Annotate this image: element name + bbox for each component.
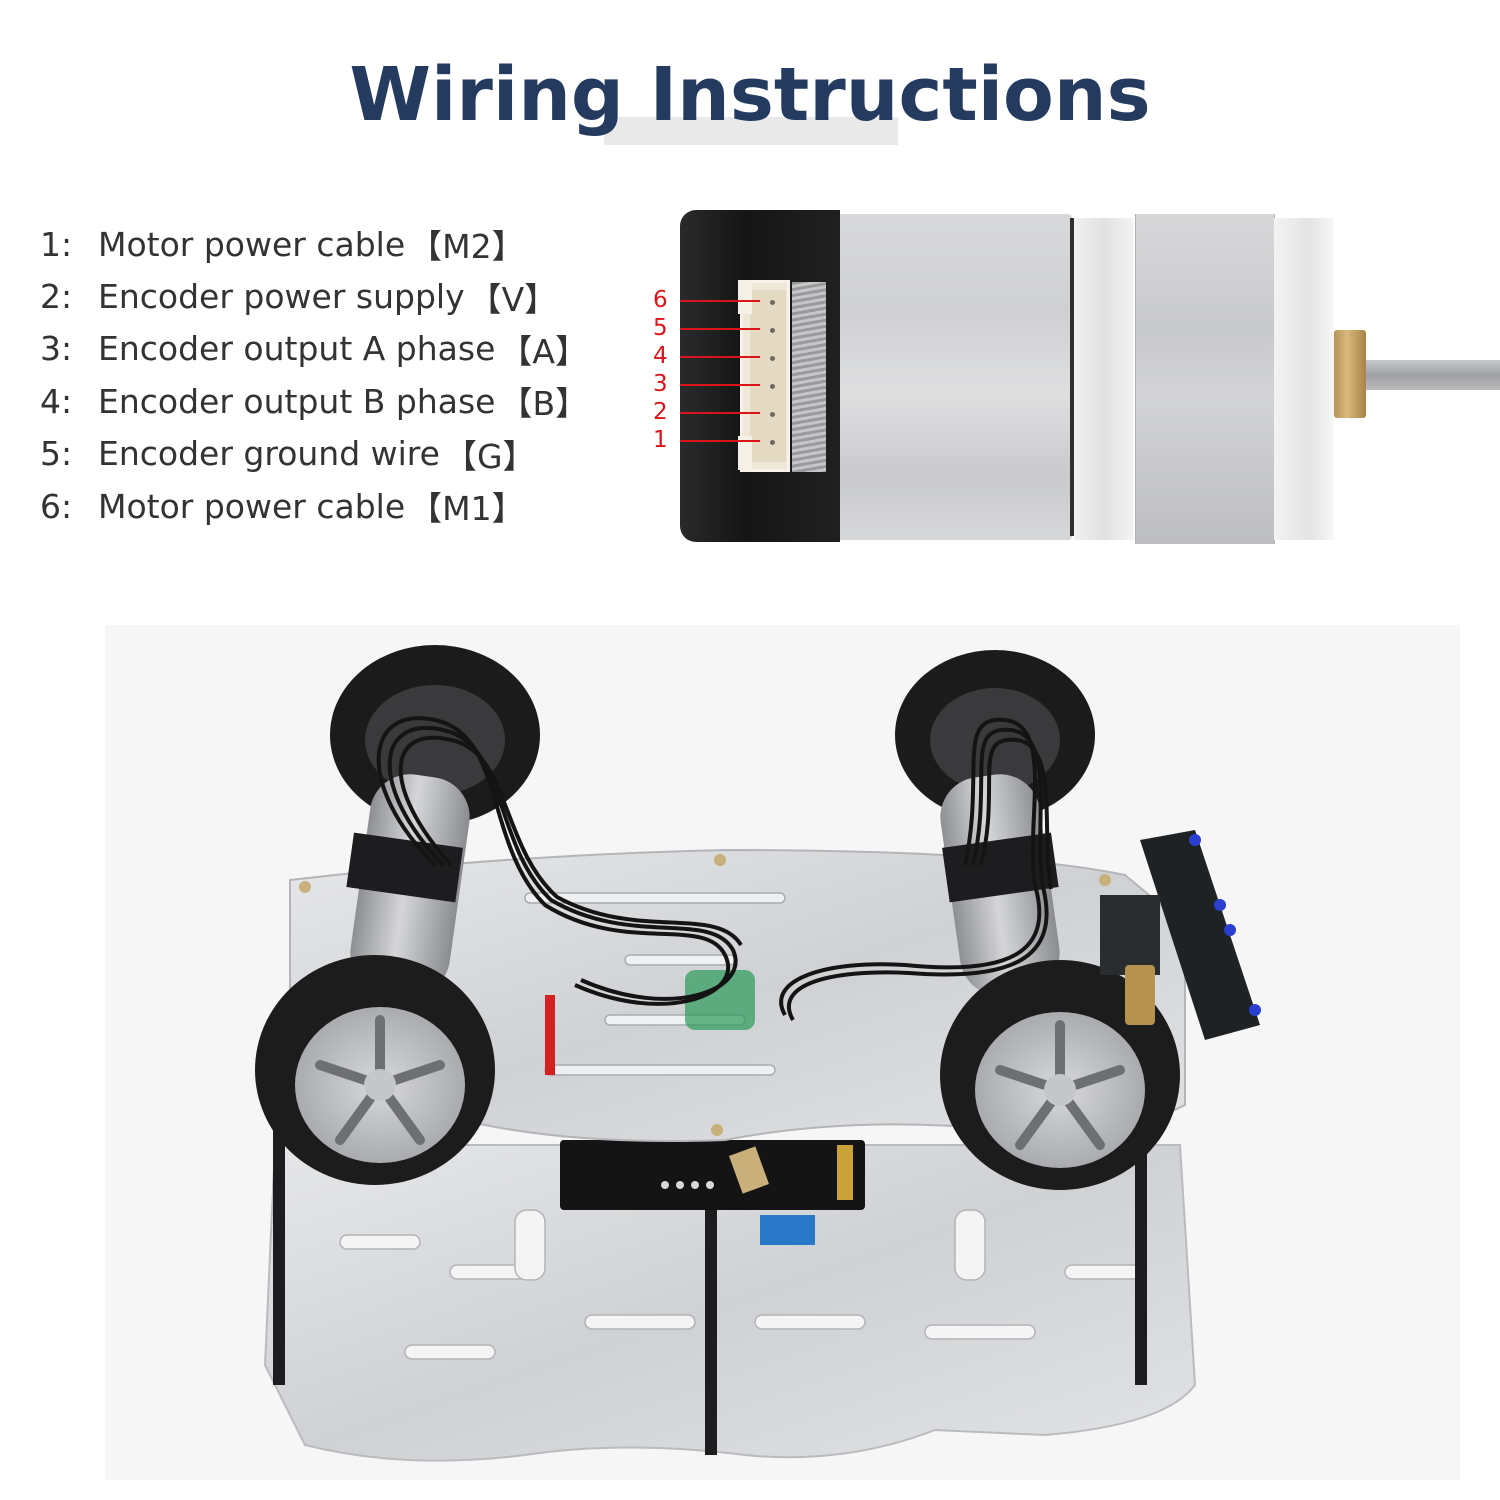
connector-pin [770,300,775,305]
pin-description: Encoder ground wire [98,434,440,474]
pin-legend-item: 2: Encoder power supply 【V】 [40,270,588,322]
title-block: Wiring Instructions [0,45,1500,155]
pin-number: 5: [40,434,73,474]
front-left-wheel [255,955,495,1185]
output-shaft [1366,360,1500,390]
pin-number: 4: [40,381,73,421]
pin-legend-item: 4: Encoder output B phase 【B】 [40,375,588,427]
front-right-wheel [940,960,1180,1190]
pin-label-number: 6 [653,287,668,313]
pin-label-number: 4 [653,343,668,369]
pin-legend-list: 1: Motor power cable 【M2】 2: Encoder pow… [40,218,588,532]
pin-label-number: 1 [653,427,668,453]
left-motor [346,774,470,996]
pin-number: 2: [40,277,73,317]
gearbox-ring [1074,218,1134,540]
leader-line [680,440,760,442]
robot-car-photo [105,625,1460,1480]
pin-code: 【M1】 [409,489,525,529]
connector-pin [770,440,775,445]
motor-seam [1070,218,1074,536]
pin-code: 【V】 [468,279,558,319]
leader-line [680,328,760,330]
connector-pin-label: 4 [650,343,760,384]
motor-body [830,214,1072,540]
pin-description: Motor power cable [98,486,406,526]
pin-description: Encoder output A phase [98,329,496,369]
connector-pin [770,384,775,389]
pin-label-number: 2 [653,399,668,425]
connector-pin-label: 5 [650,315,760,356]
brass-bushing [1334,330,1366,418]
pin-legend-item: 3: Encoder output A phase 【A】 [40,323,588,375]
pin-legend-item: 5: Encoder ground wire 【G】 [40,428,588,480]
connector-pin-label: 1 [650,427,760,468]
connector-pin-labels: 6 5 4 3 2 1 [650,285,760,460]
connector-latch [738,436,752,470]
connector-pin [770,328,775,333]
line-tracking-sensor [1100,830,1261,1040]
pin-number: 1: [40,224,73,264]
encoder-wires [376,716,1053,1021]
pin-label-number: 3 [653,371,668,397]
leader-line [680,412,760,414]
leader-line [680,300,760,302]
leader-line [680,384,760,386]
encoder-motor-image [680,210,1500,550]
pin-code: 【G】 [443,436,536,476]
bottom-chassis-plate [263,1144,1197,1462]
pin-code: 【B】 [499,384,589,424]
pin-number: 3: [40,329,73,369]
gearbox-ring [1274,218,1334,540]
connector-pin-label: 6 [650,287,760,328]
connector-housing [750,290,786,462]
pin-legend-item: 6: Motor power cable 【M1】 [40,480,588,532]
page-title: Wiring Instructions [349,52,1151,138]
pin-legend-item: 1: Motor power cable 【M2】 [40,218,588,270]
title-highlight-bar [604,117,898,145]
connector-pin-label: 2 [650,399,760,440]
connector-pin [770,356,775,361]
pin-label-number: 5 [653,315,668,341]
pin-code: 【A】 [499,331,588,371]
encoder-pcb-edge [792,282,826,472]
robot-car-illustration [255,645,1261,1462]
connector-latch [738,280,752,314]
pin-code: 【M2】 [409,227,525,267]
connector-pin [770,412,775,417]
pin-description: Encoder power supply [98,277,465,317]
leader-line [680,356,760,358]
pin-description: Motor power cable [98,224,406,264]
gearbox-ring [1135,214,1275,544]
pin-description: Encoder output B phase [98,381,496,421]
controller-board [560,1140,865,1245]
pin-number: 6: [40,486,73,526]
connector-pin-label: 3 [650,371,760,412]
